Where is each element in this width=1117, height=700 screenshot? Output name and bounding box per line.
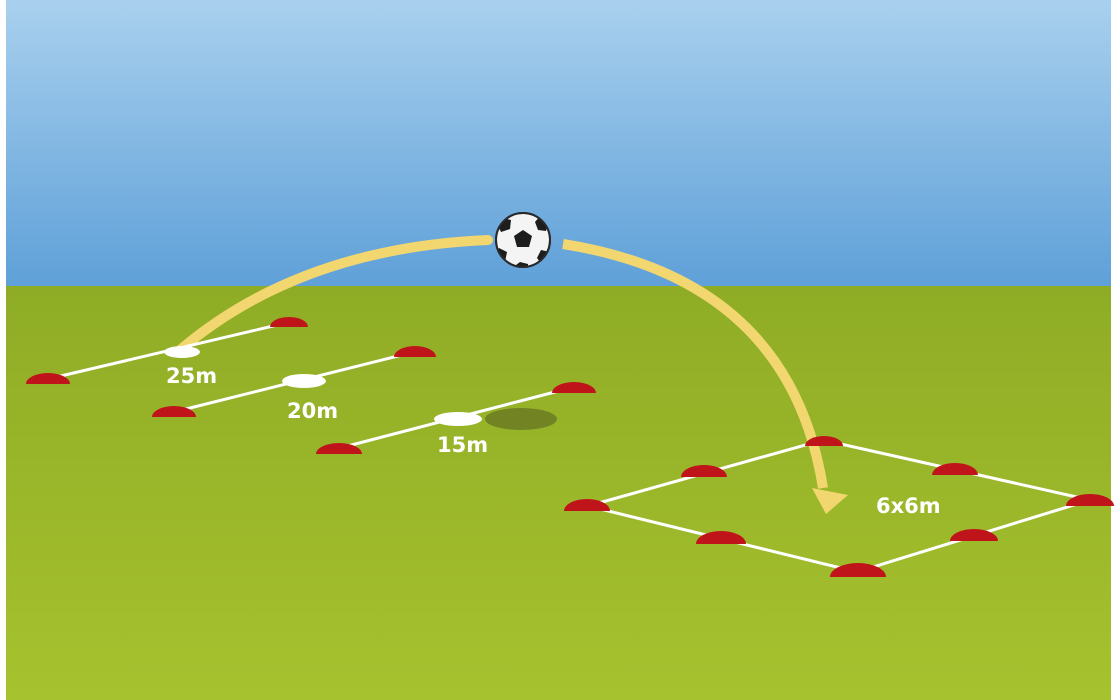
start-spot xyxy=(434,412,482,426)
label-15m: 15m xyxy=(437,433,488,457)
start-spot xyxy=(282,374,326,388)
ball-shadow xyxy=(485,408,557,430)
label-20m: 20m xyxy=(287,399,338,423)
label-6x6m: 6x6m xyxy=(876,494,941,518)
label-25m: 25m xyxy=(166,364,217,388)
start-spot xyxy=(164,346,200,358)
sky xyxy=(6,0,1111,288)
